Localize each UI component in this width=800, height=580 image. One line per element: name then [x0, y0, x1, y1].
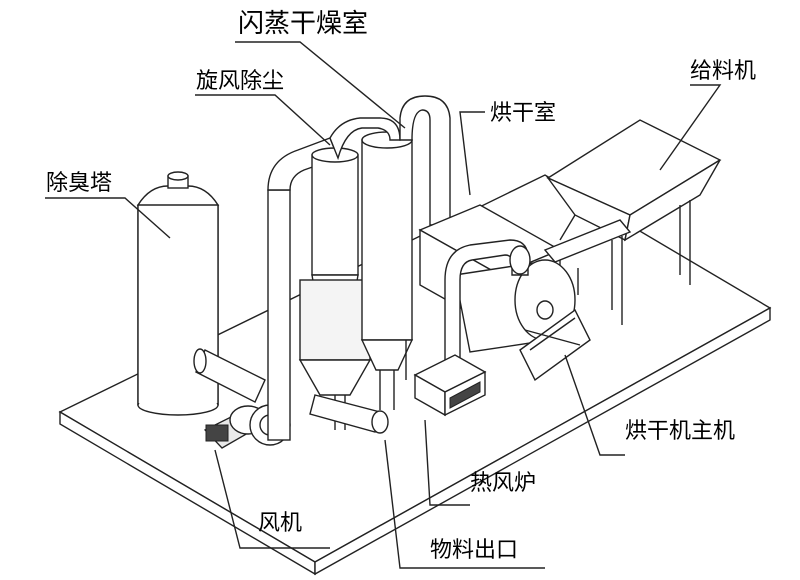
hot-air-furnace	[413, 354, 487, 417]
base-platform	[58, 174, 772, 576]
label-feeder: 给料机	[690, 59, 756, 84]
feeder-hopper	[543, 119, 722, 325]
drum-inlet-pipe	[444, 239, 531, 361]
label-material-outlet: 物料出口	[430, 538, 518, 563]
label-drying-room: 烘干室	[490, 101, 556, 126]
label-fan: 风机	[258, 511, 302, 536]
label-flash-drying-room: 闪蒸干燥室	[238, 9, 368, 39]
material-outlet-pipe	[309, 394, 389, 434]
dryer-drum	[454, 259, 591, 382]
tower-fan-duct	[193, 348, 266, 403]
deodorization-tower	[136, 171, 220, 416]
leader-lines	[45, 41, 722, 569]
label-dryer-main-unit: 烘干机主机	[625, 419, 735, 444]
label-deodorization-tower: 除臭塔	[46, 171, 112, 196]
label-cyclone-dust-removal: 旋风除尘	[196, 69, 284, 94]
label-hot-air-furnace: 热风炉	[470, 471, 536, 496]
cyclone-1	[298, 147, 372, 430]
